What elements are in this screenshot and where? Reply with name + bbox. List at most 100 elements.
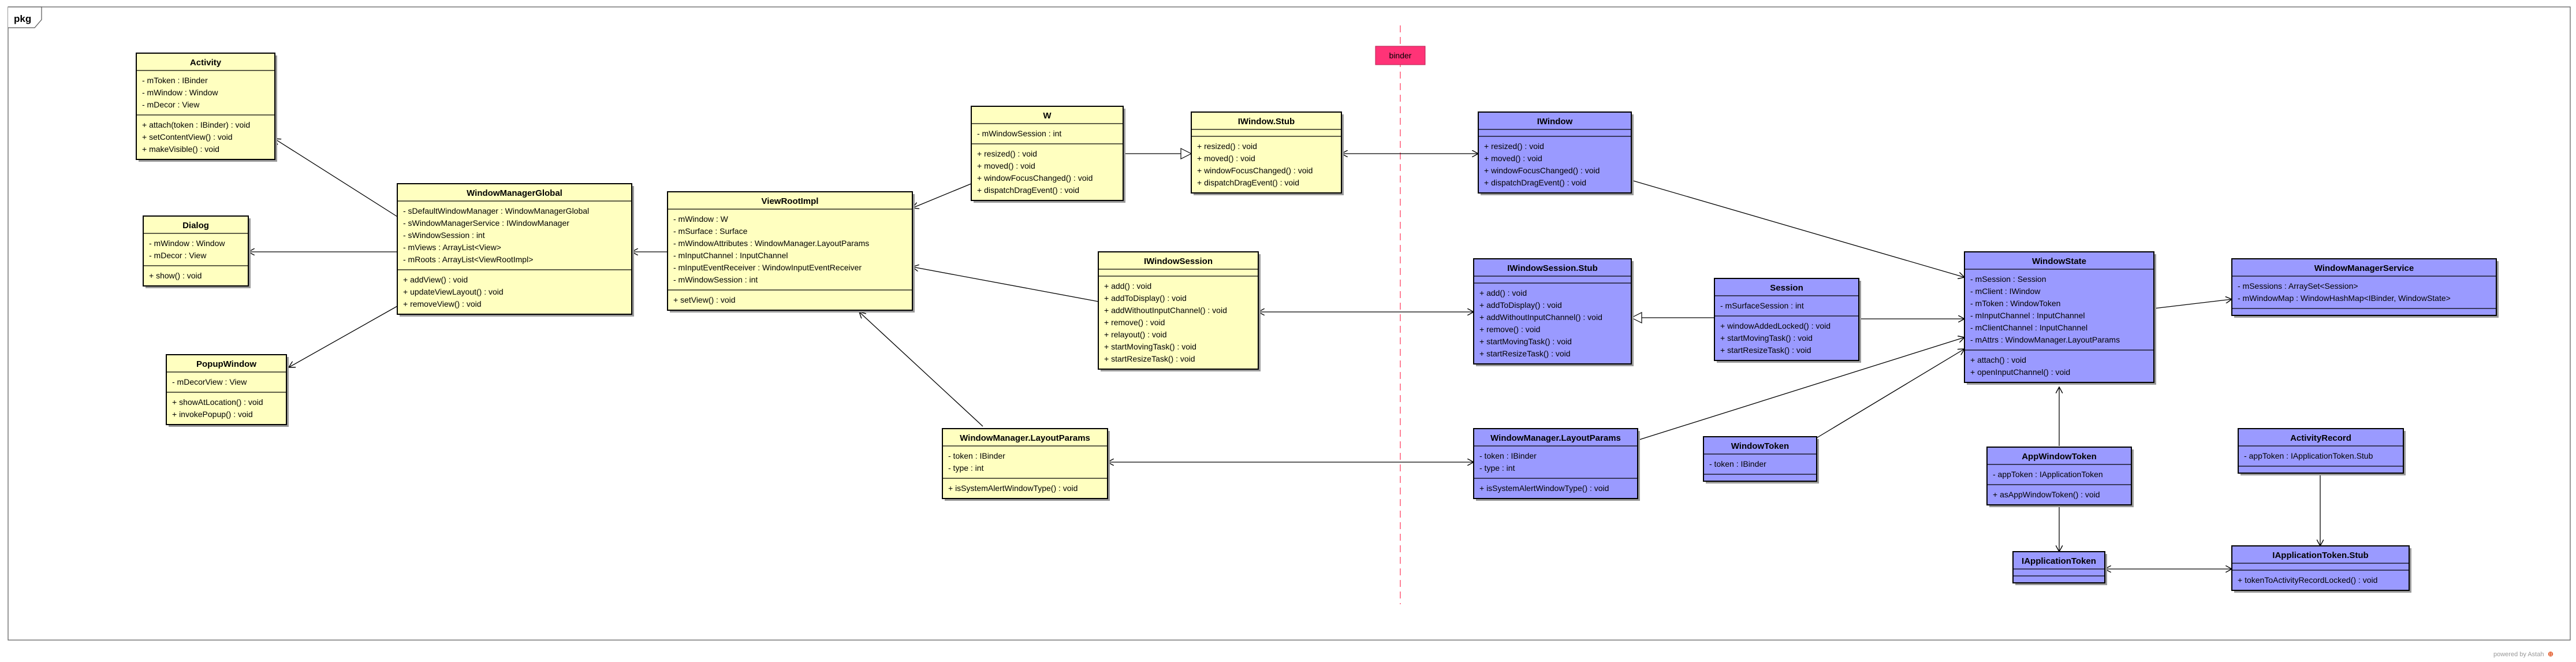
relationships bbox=[248, 139, 2320, 569]
class-attribute: - mInputChannel : InputChannel bbox=[673, 251, 788, 260]
class-wmlp_app[interactable]: WindowManager.LayoutParams- token : IBin… bbox=[942, 428, 1110, 501]
class-wmg[interactable]: WindowManagerGlobal - sDefaultWindowManag… bbox=[397, 183, 634, 317]
class-operation: + isSystemAlertWindowType() : void bbox=[1479, 484, 1609, 493]
class-operation: + addWithoutInputChannel() : void bbox=[1479, 313, 1602, 322]
class-wstate[interactable]: WindowState- mSession : Session- mClient… bbox=[1964, 251, 2156, 385]
class-box bbox=[2231, 545, 2410, 591]
class-attribute: - mClient : IWindow bbox=[1970, 287, 2041, 296]
class-w[interactable]: W- mWindowSession : int+ resized() : voi… bbox=[971, 106, 1125, 203]
class-attribute: - mWindowSession : int bbox=[977, 129, 1061, 138]
class-operation: + moved() : void bbox=[1197, 154, 1255, 163]
class-attribute: - sWindowManagerService : IWindowManager bbox=[403, 218, 569, 228]
package-tab bbox=[8, 6, 42, 28]
class-operation: + invokePopup() : void bbox=[172, 410, 253, 419]
class-operation: + addView() : void bbox=[403, 275, 468, 284]
class-operation: + addWithoutInputChannel() : void bbox=[1104, 306, 1227, 315]
class-activity[interactable]: Activity- mToken : IBinder- mWindow : Wi… bbox=[136, 53, 277, 162]
class-attribute: - mDecorView : View bbox=[172, 377, 247, 386]
class-iapptoken[interactable]: IApplicationToken bbox=[2012, 551, 2107, 585]
class-operation: + attach() : void bbox=[1970, 355, 2026, 365]
class-iatstub[interactable]: IApplicationToken.Stub+ tokenToActivityR… bbox=[2231, 545, 2411, 593]
class-vri[interactable]: ViewRootImpl- mWindow : W- mSurface : Su… bbox=[667, 191, 915, 313]
footer-credit: powered by Astah bbox=[2493, 651, 2544, 658]
class-attribute: - mWindowMap : WindowHashMap<IBinder, Wi… bbox=[2238, 293, 2451, 303]
class-box bbox=[2231, 258, 2497, 316]
class-box bbox=[942, 428, 1108, 499]
class-attribute: - type : int bbox=[1479, 463, 1515, 473]
link-iwindow-wstate bbox=[1631, 180, 1964, 277]
class-wms[interactable]: WindowManagerService- mSessions : ArrayS… bbox=[2231, 258, 2499, 318]
class-attribute: - token : IBinder bbox=[1709, 459, 1766, 468]
class-operation: + resized() : void bbox=[1197, 142, 1257, 151]
class-name: Session bbox=[1770, 283, 1803, 293]
class-wmlp_sys[interactable]: WindowManager.LayoutParams- token : IBin… bbox=[1473, 428, 1640, 501]
class-iwstub[interactable]: IWindow.Stub+ resized() : void+ moved() … bbox=[1191, 111, 1344, 195]
class-attribute: - sDefaultWindowManager : WindowManagerG… bbox=[403, 206, 589, 215]
astah-logo: ⊕ bbox=[2548, 650, 2553, 658]
package-label: pkg bbox=[14, 13, 31, 24]
class-operation: + makeVisible() : void bbox=[142, 144, 219, 154]
class-operation: + startResizeTask() : void bbox=[1104, 354, 1195, 363]
class-attribute: - mToken : WindowToken bbox=[1970, 299, 2060, 308]
class-iws_app[interactable]: IWindowSession+ add() : void+ addToDispl… bbox=[1098, 251, 1261, 371]
class-attribute: - mWindow : Window bbox=[142, 88, 218, 97]
class-box bbox=[1703, 436, 1817, 482]
class-operation: + relayout() : void bbox=[1104, 330, 1167, 339]
class-operation: + show() : void bbox=[149, 271, 202, 280]
class-name: WindowManager.LayoutParams bbox=[1490, 433, 1621, 443]
link-wtoken-wstate bbox=[1816, 349, 1964, 438]
binder-tag-label: binder bbox=[1389, 51, 1412, 60]
class-box bbox=[2238, 428, 2404, 474]
class-operation: + attach(token : IBinder) : void bbox=[142, 120, 250, 129]
link-wmlpapp-vri bbox=[859, 312, 983, 427]
class-operation: + showAtLocation() : void bbox=[172, 397, 263, 407]
class-name: IApplicationToken.Stub bbox=[2272, 551, 2368, 560]
class-wtoken[interactable]: WindowToken - token : IBinder bbox=[1703, 436, 1819, 484]
class-popup[interactable]: PopupWindow - mDecorView : View + showAtLo… bbox=[166, 354, 289, 427]
class-attribute: - mRoots : ArrayList<ViewRootImpl> bbox=[403, 255, 533, 264]
class-operation: + dispatchDragEvent() : void bbox=[977, 185, 1079, 195]
class-name: ViewRootImpl bbox=[762, 196, 819, 206]
class-name: W bbox=[1043, 111, 1052, 121]
binder-tag bbox=[1375, 46, 1426, 65]
class-operation: + add() : void bbox=[1479, 288, 1527, 297]
class-box bbox=[1478, 111, 1632, 194]
class-operation: + windowFocusChanged() : void bbox=[1197, 166, 1313, 175]
class-box bbox=[1714, 278, 1859, 361]
class-box bbox=[1986, 447, 2132, 505]
class-operation: + moved() : void bbox=[1484, 154, 1542, 163]
class-name: PopupWindow bbox=[196, 359, 256, 369]
class-box bbox=[166, 354, 287, 425]
class-operation: + startMovingTask() : void bbox=[1720, 333, 1813, 343]
class-operation: + startResizeTask() : void bbox=[1479, 349, 1571, 358]
class-box bbox=[1473, 428, 1638, 499]
class-box bbox=[1473, 258, 1632, 365]
class-attribute: - appToken : IApplicationToken bbox=[1993, 470, 2103, 479]
class-operation: + windowAddedLocked() : void bbox=[1720, 321, 1831, 330]
class-iwindow[interactable]: IWindow+ resized() : void+ moved() : voi… bbox=[1478, 111, 1634, 195]
class-session[interactable]: Session- mSurfaceSession : int+ windowAd… bbox=[1714, 278, 1861, 363]
class-attribute: - mToken : IBinder bbox=[142, 76, 208, 85]
package-frame bbox=[8, 6, 2571, 641]
class-name: WindowManagerGlobal bbox=[467, 188, 562, 198]
link-wmg-popup bbox=[289, 306, 398, 367]
class-dialog[interactable]: Dialog- mWindow : Window- mDecor : View+… bbox=[143, 215, 251, 288]
class-attribute: - mDecor : View bbox=[149, 251, 207, 260]
class-awtoken[interactable]: AppWindowToken- appToken : IApplicationT… bbox=[1986, 447, 2134, 507]
class-actrec[interactable]: ActivityRecord- appToken : IApplicationT… bbox=[2238, 428, 2406, 475]
class-attribute: - mWindowSession : int bbox=[673, 275, 758, 284]
class-name: WindowToken bbox=[1731, 441, 1789, 451]
class-attribute: - token : IBinder bbox=[948, 451, 1005, 460]
class-operation: + asAppWindowToken() : void bbox=[1993, 490, 2100, 499]
class-box bbox=[1098, 251, 1259, 370]
class-box bbox=[1964, 251, 2154, 383]
link-wmg-activity bbox=[274, 139, 398, 217]
class-iwsstub[interactable]: IWindowSession.Stub+ add() : void+ addTo… bbox=[1473, 258, 1634, 366]
class-operation: + startMovingTask() : void bbox=[1479, 337, 1572, 346]
class-operation: + resized() : void bbox=[1484, 142, 1544, 151]
link-w-vri bbox=[912, 183, 972, 208]
class-attribute: - mAttrs : WindowManager.LayoutParams bbox=[1970, 335, 2120, 344]
class-attribute: - mSurface : Surface bbox=[673, 226, 748, 236]
class-operation: + startResizeTask() : void bbox=[1720, 345, 1811, 355]
